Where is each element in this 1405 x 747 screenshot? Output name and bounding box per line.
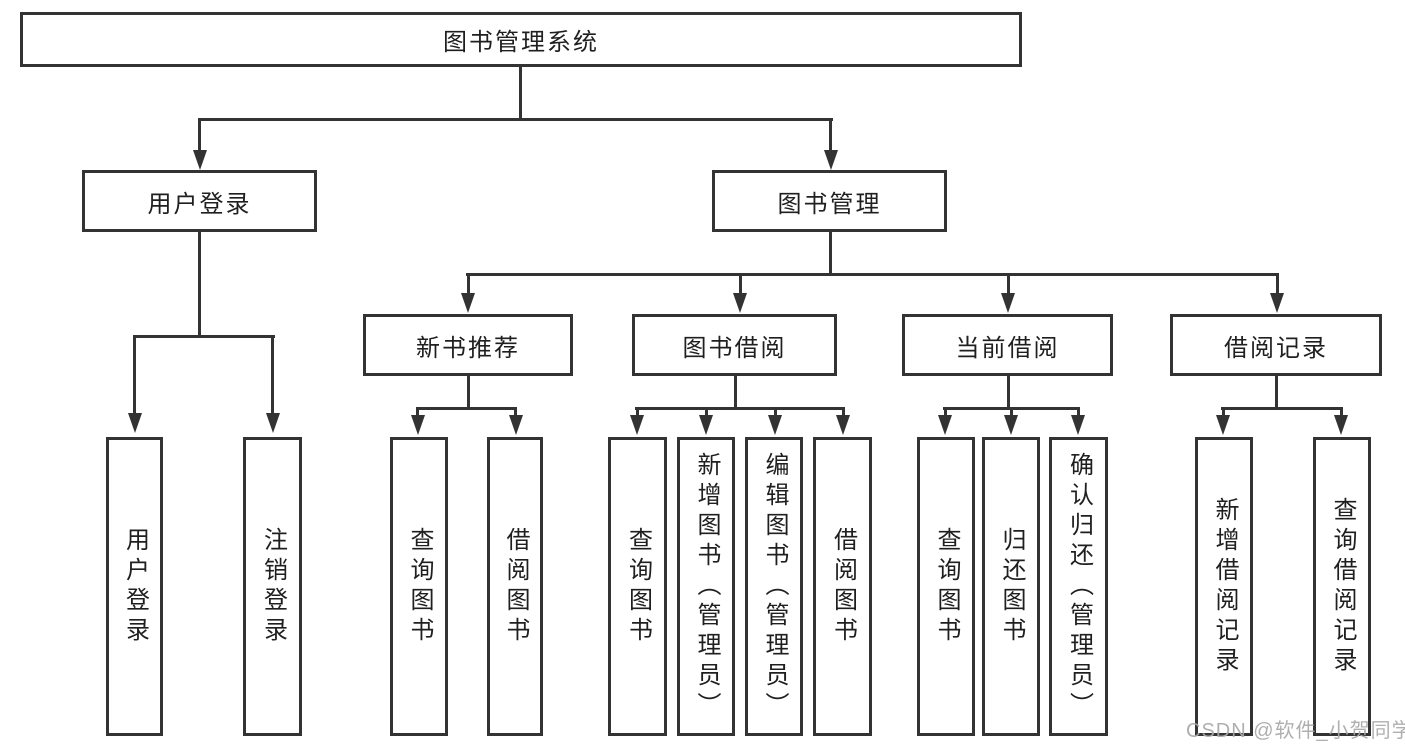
- leaf-label: 借阅图书: [829, 526, 857, 647]
- connector-line: [133, 335, 136, 415]
- connector-line: [944, 407, 947, 417]
- leaf-label: 注销登录: [259, 526, 287, 647]
- leaf-label: 确认归还（管理员）: [1065, 451, 1093, 722]
- arrow-down-icon: [411, 415, 425, 435]
- connector-line: [1007, 376, 1010, 410]
- leaf-borrow-borrow-book: 借阅图书: [813, 437, 872, 736]
- connector-line: [774, 407, 777, 417]
- leaf-borrow-add-book-admin: 新增图书（管理员）: [677, 437, 735, 736]
- connector-line: [467, 376, 470, 410]
- arrow-down-icon: [768, 415, 782, 435]
- arrow-down-icon: [836, 415, 850, 435]
- leaf-label: 新增借阅记录: [1211, 496, 1238, 677]
- leaf-label: 归还图书: [998, 526, 1025, 647]
- connector-line: [198, 118, 833, 121]
- leaf-label: 查询图书: [406, 526, 433, 647]
- connector-line: [1077, 407, 1080, 417]
- connector-line: [734, 376, 737, 410]
- node-new-book-recommend: 新书推荐: [363, 314, 573, 376]
- connector-line: [519, 67, 522, 121]
- connector-line: [1010, 407, 1013, 417]
- arrow-down-icon: [509, 415, 523, 435]
- leaf-newbooks-query-book: 查询图书: [390, 437, 448, 736]
- node-user-login: 用户登录: [82, 170, 317, 232]
- leaf-label: 查询借阅记录: [1329, 496, 1356, 677]
- leaf-logout-login: 注销登录: [243, 437, 302, 736]
- connector-line: [198, 232, 201, 338]
- arrow-down-icon: [630, 415, 644, 435]
- arrow-down-icon: [1334, 415, 1348, 435]
- connector-line: [1221, 407, 1343, 410]
- connector-line: [1222, 407, 1225, 417]
- leaf-label: 查询图书: [624, 526, 652, 647]
- leaf-label: 借阅图书: [502, 526, 529, 647]
- leaf-current-return-book: 归还图书: [982, 437, 1040, 736]
- node-book-management: 图书管理: [712, 170, 947, 232]
- connector-line: [1275, 376, 1278, 410]
- leaf-records-query-record: 查询借阅记录: [1313, 437, 1371, 736]
- leaf-records-add-record: 新增借阅记录: [1195, 437, 1253, 736]
- arrow-down-icon: [1216, 415, 1230, 435]
- arrow-down-icon: [938, 415, 952, 435]
- connector-line: [133, 335, 275, 338]
- connector-line: [829, 118, 832, 152]
- connector-line: [739, 273, 742, 295]
- leaf-newbooks-borrow-book: 借阅图书: [487, 437, 543, 736]
- watermark: CSDN @软件_小贺同学: [1186, 720, 1405, 742]
- node-borrow-records: 借阅记录: [1170, 314, 1382, 376]
- connector-line: [1340, 407, 1343, 417]
- node-system-root: 图书管理系统: [20, 12, 1022, 67]
- arrow-down-icon: [193, 150, 207, 170]
- leaf-current-confirm-return-admin: 确认归还（管理员）: [1049, 437, 1108, 736]
- connector-line: [467, 273, 470, 295]
- leaf-borrow-edit-book-admin: 编辑图书（管理员）: [745, 437, 803, 736]
- leaf-label: 查询图书: [933, 526, 960, 647]
- connector-line: [1007, 273, 1010, 295]
- leaf-label: 用户登录: [121, 526, 149, 647]
- arrow-down-icon: [266, 413, 280, 433]
- connector-line: [829, 232, 832, 276]
- connector-line: [416, 407, 517, 410]
- leaf-borrow-query-book: 查询图书: [608, 437, 667, 736]
- leaf-user-login: 用户登录: [106, 437, 163, 736]
- arrow-down-icon: [733, 293, 747, 313]
- connector-line: [1276, 273, 1279, 295]
- arrow-down-icon: [1001, 293, 1015, 313]
- arrow-down-icon: [461, 293, 475, 313]
- connector-line: [635, 407, 845, 410]
- node-book-borrow: 图书借阅: [632, 314, 837, 376]
- connector-line: [466, 273, 1279, 276]
- connector-line: [514, 407, 517, 417]
- node-current-borrow: 当前借阅: [902, 314, 1113, 376]
- arrow-down-icon: [699, 415, 713, 435]
- connector-line: [705, 407, 708, 417]
- arrow-down-icon: [1270, 293, 1284, 313]
- leaf-label: 新增图书（管理员）: [693, 451, 720, 722]
- connector-line: [198, 118, 201, 152]
- leaf-current-query-book: 查询图书: [917, 437, 975, 736]
- connector-line: [416, 407, 419, 417]
- leaf-label: 编辑图书（管理员）: [761, 451, 788, 722]
- arrow-down-icon: [1004, 415, 1018, 435]
- connector-line: [636, 407, 639, 417]
- arrow-down-icon: [1071, 415, 1085, 435]
- arrow-down-icon: [128, 413, 142, 433]
- connector-line: [842, 407, 845, 417]
- arrow-down-icon: [824, 150, 838, 170]
- connector-line: [271, 335, 274, 415]
